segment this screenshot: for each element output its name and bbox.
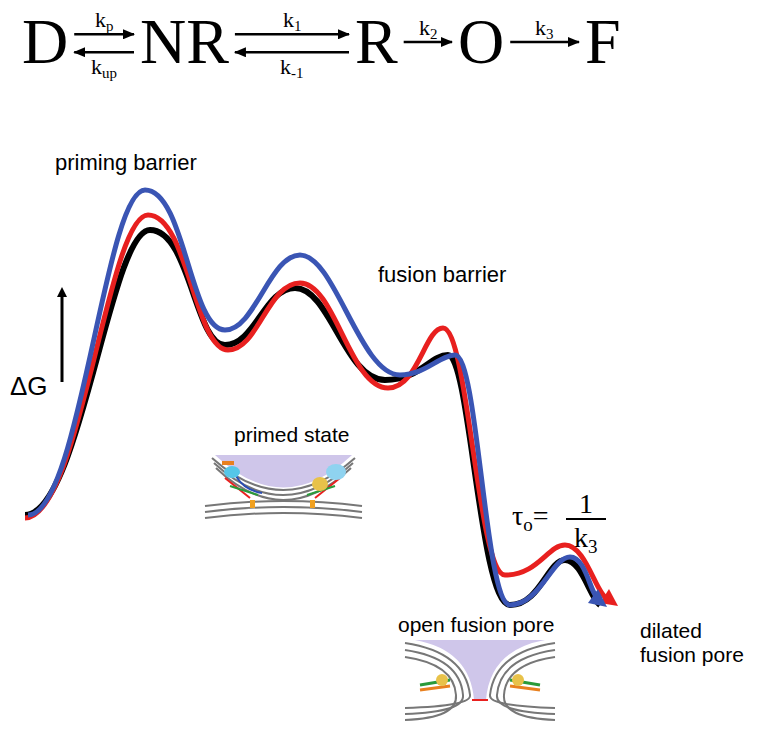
axis-label: ΔG [10,372,48,402]
energy-axis [61,292,64,382]
time-constant: τo= [512,500,549,532]
mutant-curve-red [25,215,606,598]
reaction-arrow [235,51,349,54]
blue-arrowhead [588,589,607,607]
state-label: NR [140,6,229,77]
primed-state-illustration [205,455,362,518]
rate-constant: k-1 [280,56,303,78]
rate-constant: k2 [419,17,437,39]
reaction-arrow [235,33,349,36]
fraction-numerator: 1 [579,488,593,520]
state-label: O [458,6,504,77]
rate-constant: kup [91,56,117,78]
state-node: O [458,10,504,74]
state-label: R [355,6,398,77]
reaction-arrow [74,33,134,36]
state-label: dilated fusion pore [640,619,755,667]
barrier-label: fusion barrier [378,262,506,287]
fraction-denominator: k3 [574,522,598,554]
reaction-arrow [404,41,452,44]
state-node: F [585,10,621,74]
state-label: primed state [234,423,350,447]
reaction-arrow [510,41,579,44]
rate-constant: k3 [535,17,553,39]
fusion-pore-illustration [405,640,555,720]
state-label: F [585,6,621,77]
state-node: R [355,10,398,74]
mutant-curve-blue [28,190,596,605]
state-node: D [22,10,68,74]
state-label: D [22,6,68,77]
rate-constant: kp [95,9,113,31]
reaction-arrow [74,51,134,54]
barrier-label: priming barrier [55,150,197,175]
state-node: NR [140,10,229,74]
state-label: open fusion pore [398,613,554,637]
rate-constant: k1 [283,9,301,31]
